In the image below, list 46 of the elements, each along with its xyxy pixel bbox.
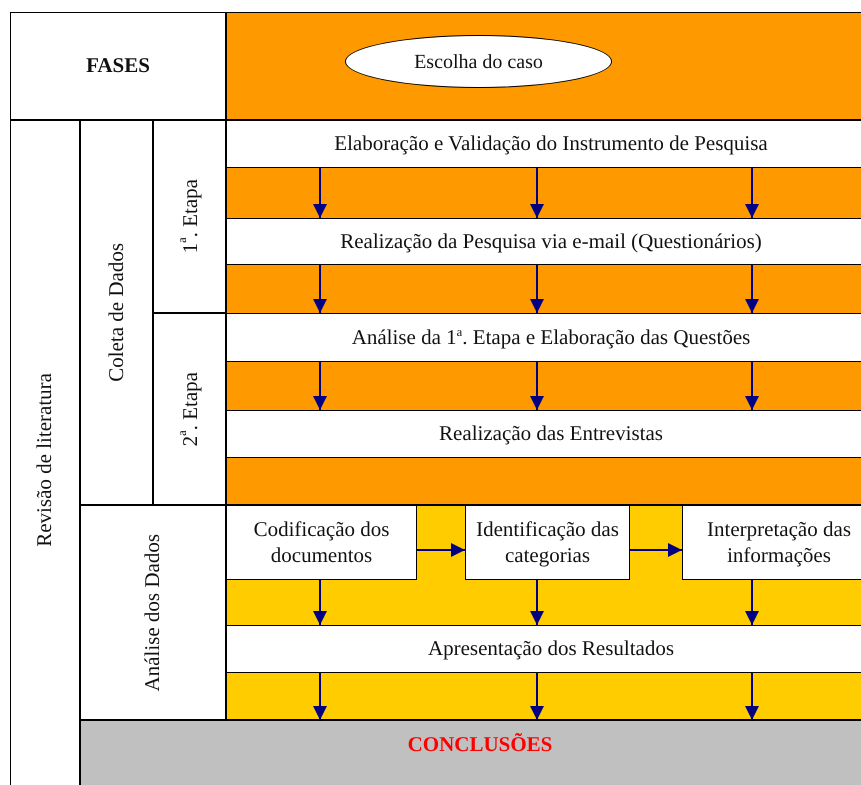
arrow [313, 580, 327, 625]
vertical-label: Análise dos Dados [140, 534, 166, 692]
phase-column [80, 505, 226, 720]
arrow [745, 673, 759, 720]
step-label: Elaboração e Validação do Instrumento de Pesquisa [334, 131, 768, 157]
step-box [226, 313, 861, 362]
step-label: Realização da Pesquisa via e-mail (Questionários) [340, 228, 762, 254]
phase-column [80, 120, 153, 505]
header-label: FASES [86, 53, 150, 79]
arrow [745, 362, 759, 410]
arrow [630, 543, 682, 557]
vertical-label: Revisão de literatura [32, 373, 58, 547]
arrow [530, 168, 544, 218]
phase-column [153, 120, 226, 313]
arrow [313, 265, 327, 313]
arrow [313, 673, 327, 720]
step-box [465, 505, 630, 580]
header-cell [10, 12, 226, 120]
arrow [313, 168, 327, 218]
step-label: Escolha do caso [414, 50, 543, 74]
step-label: Codificação dos documentos [252, 517, 390, 568]
arrow [530, 580, 544, 625]
arrow [417, 543, 465, 557]
arrow [530, 673, 544, 720]
step-box [226, 218, 861, 265]
step-box [226, 505, 417, 580]
arrow [313, 362, 327, 410]
phase-column [153, 313, 226, 505]
step-box [682, 505, 861, 580]
step-label: Análise da 1$^{a}$. Etapa e Elaboração das Questões [352, 324, 750, 350]
arrow [745, 168, 759, 218]
phase-column [10, 120, 80, 785]
conclusion-band [80, 720, 861, 785]
step-label: Interpretação das informações [706, 517, 852, 568]
vertical-label: Coleta de Dados [104, 243, 129, 382]
step-box [226, 410, 861, 458]
arrow [745, 580, 759, 625]
step-box [226, 120, 861, 168]
step-label: Apresentação dos Resultados [428, 636, 674, 662]
step-label: Realização das Entrevistas [439, 421, 663, 447]
step-label: Identificação das categorias [475, 517, 620, 568]
step-label: CONCLUSÕES [408, 732, 552, 758]
arrow [530, 265, 544, 313]
arrow [745, 265, 759, 313]
arrow [530, 362, 544, 410]
step-box [226, 625, 861, 673]
